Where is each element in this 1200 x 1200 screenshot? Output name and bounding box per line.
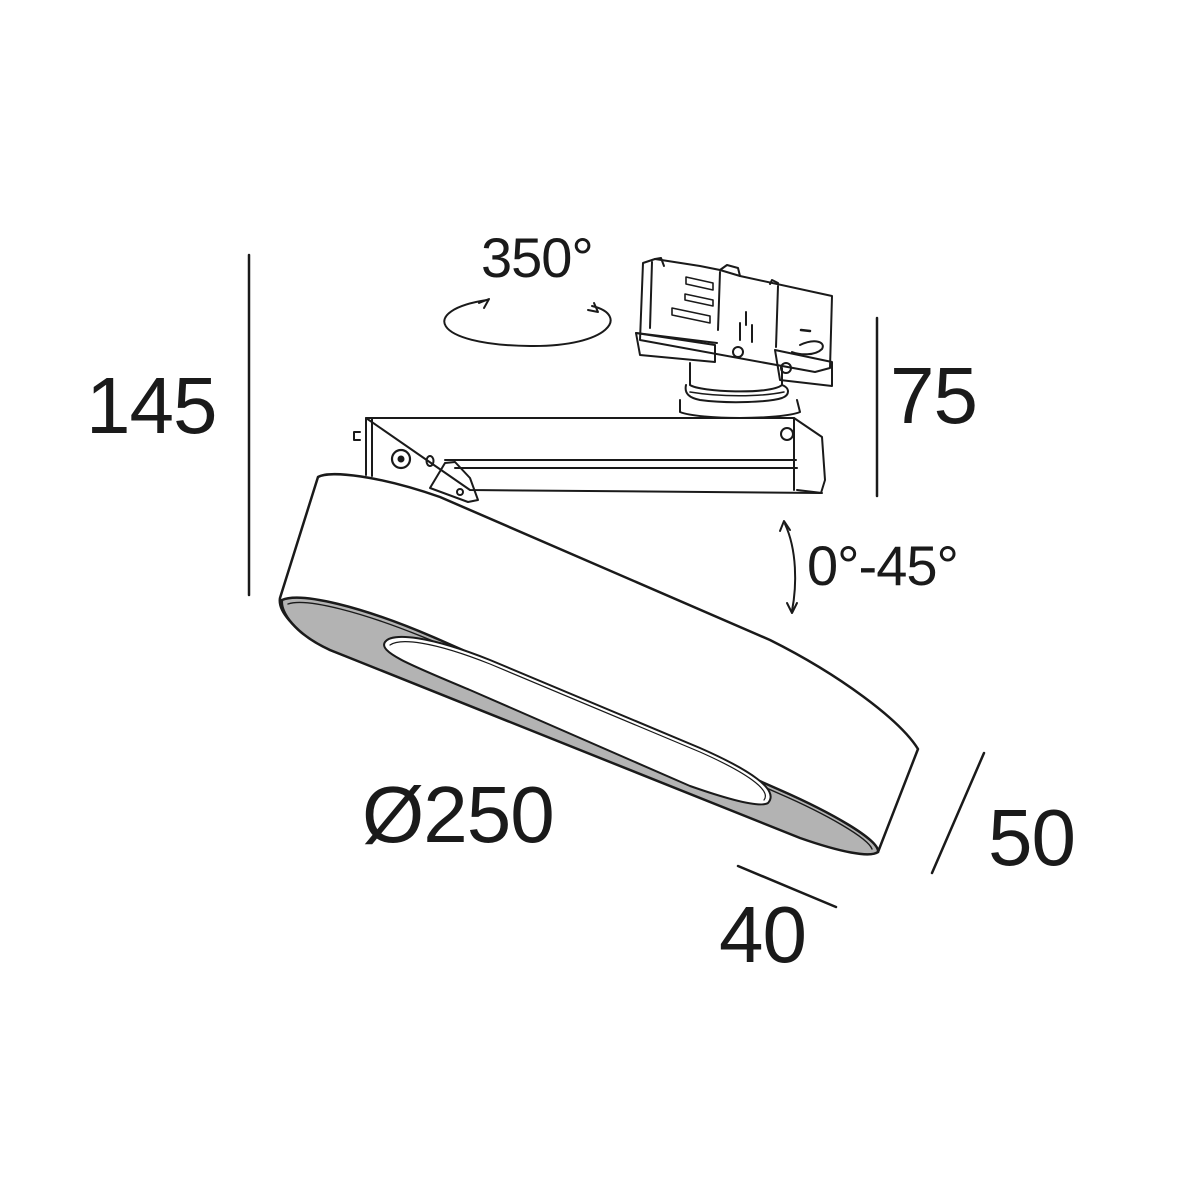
label-tilt-range: 0°-45° bbox=[807, 534, 959, 597]
label-ring-depth: 40 bbox=[719, 890, 807, 979]
lens bbox=[383, 635, 772, 806]
label-body-height: 50 bbox=[988, 793, 1076, 882]
rotation-collar bbox=[679, 362, 801, 419]
dimension-line-body-height bbox=[930, 751, 986, 875]
rotation-350-arrow-icon bbox=[443, 298, 612, 348]
mounting-arm bbox=[353, 417, 826, 494]
label-overall-height: 145 bbox=[86, 361, 217, 450]
label-diameter: Ø250 bbox=[362, 770, 555, 859]
label-rotation-350: 350° bbox=[481, 226, 594, 289]
dimension-line-ring-depth bbox=[736, 864, 838, 909]
track-adapter bbox=[635, 257, 833, 387]
pivot-knuckle bbox=[429, 461, 479, 503]
tilt-arrow-icon bbox=[779, 520, 798, 614]
luminaire-body bbox=[278, 472, 920, 856]
label-adapter-height: 75 bbox=[890, 351, 978, 440]
